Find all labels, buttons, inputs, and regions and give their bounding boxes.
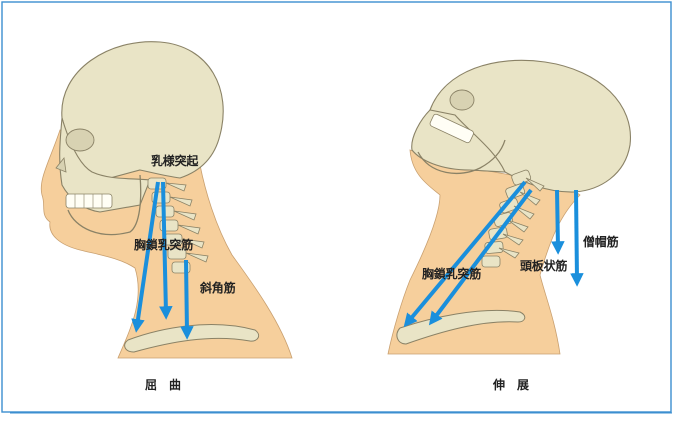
label-mastoid-process: 乳様突起 bbox=[151, 154, 199, 168]
right-clavicle bbox=[396, 309, 526, 345]
frame-border bbox=[1, 1, 672, 413]
left-skull bbox=[61, 41, 224, 179]
caption-flexion: 屈 曲 bbox=[145, 378, 182, 392]
right-scm-arrow-2 bbox=[428, 188, 533, 326]
right-figure-extension bbox=[387, 59, 632, 355]
left-scm-arrow-2 bbox=[159, 181, 173, 320]
label-trapezius: 僧帽筋 bbox=[583, 235, 619, 249]
caption-extension: 伸 展 bbox=[493, 378, 530, 392]
left-scm-arrow bbox=[131, 181, 160, 333]
right-trapezius-arrow bbox=[570, 189, 584, 287]
right-scm-arrow bbox=[403, 180, 527, 328]
label-sternocleidomastoid-left: 胸鎖乳突筋 bbox=[134, 238, 194, 252]
left-scalene-arrow bbox=[180, 259, 194, 340]
label-sternocleidomastoid-right: 胸鎖乳突筋 bbox=[422, 267, 482, 281]
label-scalene: 斜角筋 bbox=[200, 281, 236, 295]
left-mandible bbox=[67, 174, 142, 236]
right-mandible bbox=[417, 139, 506, 175]
right-splenius-arrow bbox=[551, 189, 565, 255]
left-figure-flexion bbox=[40, 41, 293, 359]
label-splenius-capitis: 頭板状筋 bbox=[520, 259, 568, 273]
